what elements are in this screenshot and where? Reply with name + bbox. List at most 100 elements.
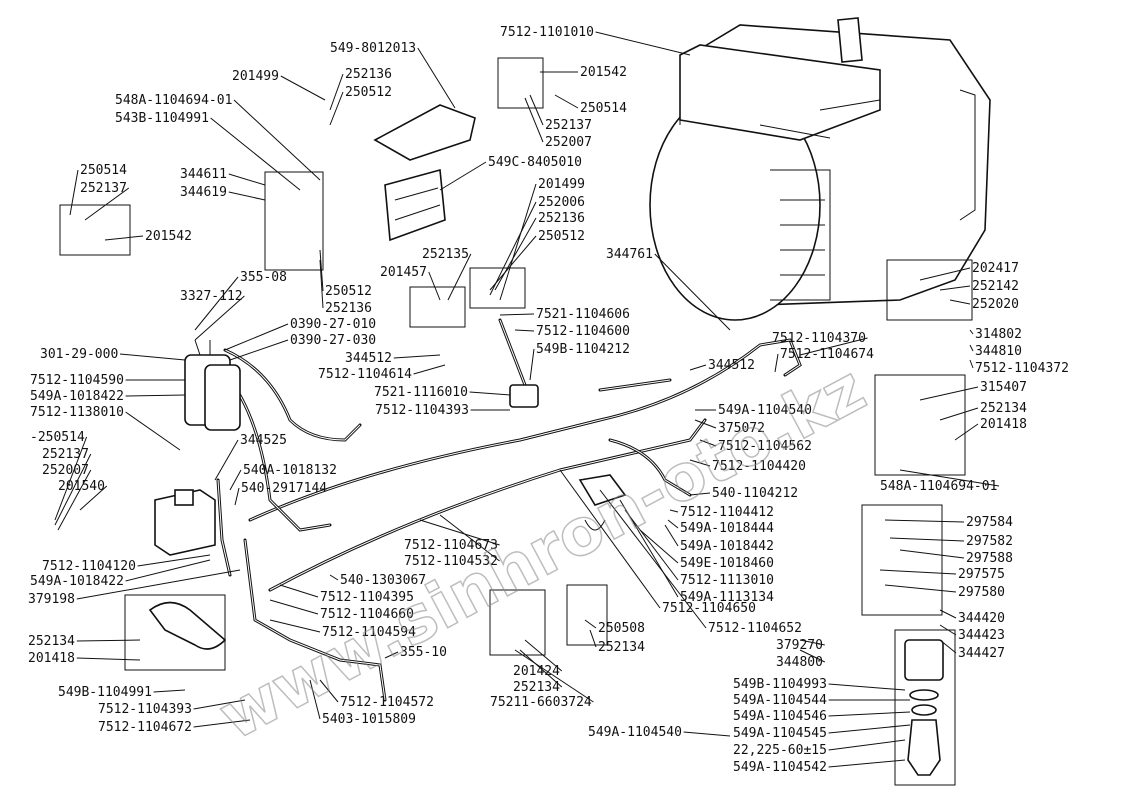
part-number-label: 250514 bbox=[580, 101, 627, 116]
part-number-label: 7512-1104594 bbox=[322, 625, 416, 640]
part-number-label: 7512-1104673 bbox=[404, 538, 498, 553]
fuel-tank bbox=[649, 17, 991, 321]
sensor bbox=[578, 474, 627, 531]
part-number-label: 252137 bbox=[42, 447, 89, 462]
leader-line bbox=[329, 91, 344, 126]
leader-line bbox=[939, 624, 957, 636]
leader-line bbox=[624, 509, 679, 581]
part-number-label: 355-10 bbox=[400, 645, 447, 660]
part-number-label: 201457 bbox=[380, 265, 427, 280]
leader-line bbox=[428, 271, 441, 301]
part-number-label: 344761 bbox=[606, 247, 653, 262]
part-number-label: 344423 bbox=[958, 628, 1005, 643]
leader-line bbox=[879, 569, 957, 575]
part-number-label: 7512-1104672 bbox=[98, 720, 192, 735]
part-number-label: 7512-1104370 bbox=[772, 331, 866, 346]
part-number-label: 201540 bbox=[58, 479, 105, 494]
leader-line bbox=[969, 329, 974, 335]
leader-line bbox=[439, 514, 500, 562]
part-number-label: 250512 bbox=[325, 284, 372, 299]
part-number-label: 7512-1104674 bbox=[780, 347, 874, 362]
part-number-label: 543B-1104991 bbox=[115, 111, 209, 126]
part-number-label: 7512-1104562 bbox=[718, 439, 812, 454]
part-number-label: 7512-1101010 bbox=[500, 25, 594, 40]
leader-line bbox=[529, 94, 544, 126]
leader-line bbox=[669, 509, 679, 513]
part-number-label: 202417 bbox=[972, 261, 1019, 276]
fuel-filter bbox=[184, 339, 241, 431]
leader-line bbox=[54, 436, 88, 521]
part-number-label: 297582 bbox=[966, 534, 1013, 549]
part-number-label: 344525 bbox=[240, 433, 287, 448]
part-number-label: 549E-1018460 bbox=[680, 556, 774, 571]
leader-line bbox=[76, 639, 141, 642]
part-number-label: 252134 bbox=[598, 640, 645, 655]
part-number-label: 7512-1104412 bbox=[680, 505, 774, 520]
leader-line bbox=[694, 419, 717, 429]
part-number-label: 252020 bbox=[972, 297, 1019, 312]
part-number-label: 7512-1104590 bbox=[30, 373, 124, 388]
part-number-label: 344427 bbox=[958, 646, 1005, 661]
leader-line bbox=[329, 574, 339, 581]
leader-line bbox=[194, 276, 239, 331]
leader-line bbox=[153, 689, 186, 693]
leader-line bbox=[193, 699, 246, 710]
part-number-label: 7512-1104600 bbox=[536, 324, 630, 339]
part-number-label: 252134 bbox=[980, 401, 1027, 416]
leader-line bbox=[689, 459, 711, 467]
part-number-label: 379270 bbox=[776, 638, 823, 653]
leader-line bbox=[595, 31, 691, 56]
part-number-label: 549A-1104540 bbox=[718, 403, 812, 418]
leader-line bbox=[554, 94, 579, 109]
part-number-label: 549-8012013 bbox=[330, 41, 416, 56]
part-number-label: 549A-1018444 bbox=[680, 521, 774, 536]
part-number-label: 75211-6603724 bbox=[490, 695, 592, 710]
part-number-label: 0390-27-010 bbox=[290, 317, 376, 332]
part-number-label: 7512-1104372 bbox=[975, 361, 1069, 376]
part-number-label: 301-29-000 bbox=[40, 347, 118, 362]
part-number-label: 7512-1104395 bbox=[320, 590, 414, 605]
leader-line bbox=[319, 679, 339, 703]
part-number-label: 549A-1018442 bbox=[680, 539, 774, 554]
part-number-label: 7512-1104650 bbox=[662, 601, 756, 616]
part-number-label: 549A-1018422 bbox=[30, 574, 124, 589]
part-number-label: 7512-1104393 bbox=[375, 403, 469, 418]
part-number-label: 250508 bbox=[598, 621, 645, 636]
part-number-label: 7512-1104532 bbox=[404, 554, 498, 569]
part-number-label: 22,225-60±15 bbox=[733, 743, 827, 758]
part-number-label: 250512 bbox=[538, 229, 585, 244]
leader-line bbox=[954, 423, 979, 441]
pump-block bbox=[154, 489, 216, 556]
leader-line bbox=[828, 724, 911, 734]
leader-line bbox=[969, 359, 974, 369]
part-number-label: 297588 bbox=[966, 551, 1013, 566]
part-number-label: 252007 bbox=[42, 463, 89, 478]
leader-line bbox=[639, 529, 679, 564]
leader-line bbox=[799, 649, 826, 663]
part-number-label: 379198 bbox=[28, 592, 75, 607]
leader-line bbox=[664, 524, 679, 547]
part-number-label: 7512-1138010 bbox=[30, 405, 124, 420]
leader-line bbox=[499, 313, 535, 316]
part-number-label: 3327-112 bbox=[180, 289, 243, 304]
leader-line bbox=[939, 639, 957, 654]
part-number-label: 7512-1104393 bbox=[98, 702, 192, 717]
part-number-label: 7521-1104606 bbox=[536, 307, 630, 322]
part-number-label: 250514 bbox=[80, 163, 127, 178]
part-number-label: 7512-1104572 bbox=[340, 695, 434, 710]
part-number-label: 549A-1018422 bbox=[30, 389, 124, 404]
part-number-label: 7512-1104660 bbox=[320, 607, 414, 622]
part-number-label: 252137 bbox=[80, 181, 127, 196]
leader-line bbox=[137, 554, 211, 567]
part-number-label: 540A-1018132 bbox=[243, 463, 337, 478]
part-number-label: 549C-8405010 bbox=[488, 155, 582, 170]
leader-line bbox=[329, 73, 344, 111]
leader-line bbox=[193, 719, 251, 728]
leader-line bbox=[514, 649, 594, 703]
leader-line bbox=[84, 187, 130, 221]
fitting-assembly bbox=[904, 639, 944, 776]
part-number-label: 250512 bbox=[345, 85, 392, 100]
leader-line bbox=[689, 364, 707, 371]
leader-line bbox=[514, 329, 535, 332]
